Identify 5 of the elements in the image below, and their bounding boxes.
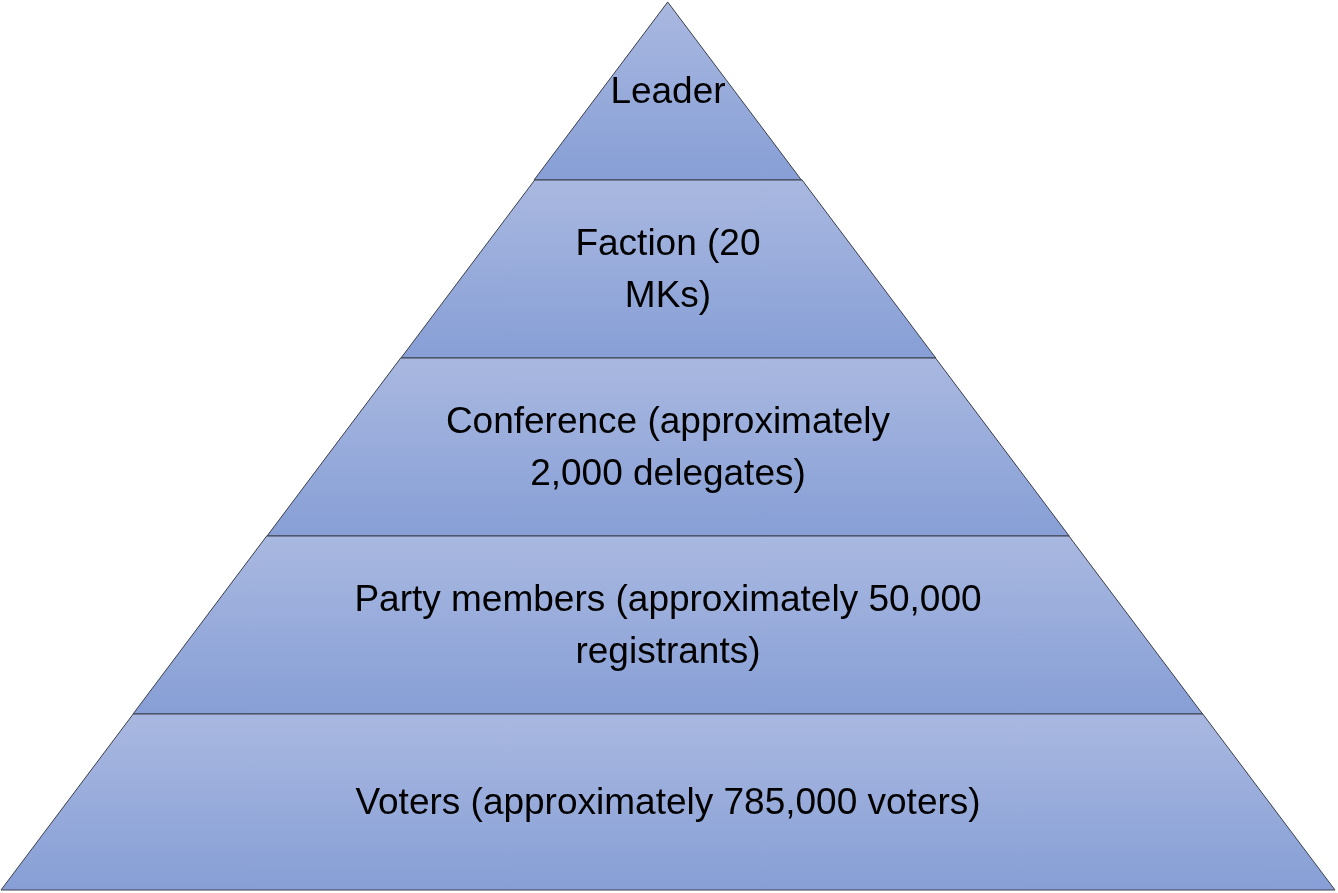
- tier-label: Leader: [610, 69, 726, 113]
- tier-label: Voters (approximately 785,000 voters): [355, 780, 981, 824]
- tier-label: Faction (20 MKs): [574, 221, 762, 317]
- tier-label: Party members (approximately 50,000 registrants): [353, 577, 983, 673]
- tier-label: Conference (approximately 2,000 delegates): [444, 399, 892, 495]
